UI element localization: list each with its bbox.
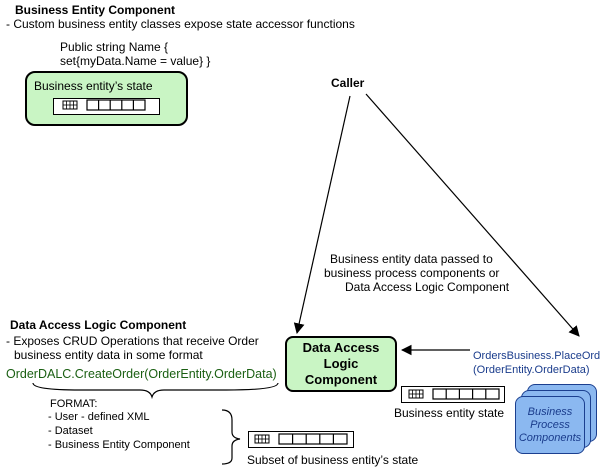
- brace-format: [221, 409, 241, 465]
- state-bar-middle-cells: [408, 388, 500, 400]
- dalc-desc-line-2: business entity data in some format: [14, 348, 203, 362]
- data-access-logic-component-box: Data Access Logic Component: [285, 336, 397, 392]
- subset-label: Subset of business entity’s state: [247, 453, 419, 467]
- format-item-2: - Dataset: [48, 425, 93, 437]
- brace-under-call: [32, 382, 279, 400]
- business-process-line-1: Business: [527, 405, 573, 418]
- format-title: FORMAT:: [50, 398, 98, 410]
- business-entity-state-label-2: Business entity state: [394, 406, 505, 420]
- business-entity-state-label: Business entity’s state: [34, 79, 153, 93]
- passed-note-line-1: Business entity data passed to: [330, 252, 493, 266]
- business-entity-component-desc: - Custom business entity classes expose …: [6, 17, 355, 31]
- create-order-call: OrderDALC.CreateOrder(OrderEntity.OrderD…: [6, 367, 277, 381]
- business-process-line-3: Components: [518, 431, 582, 444]
- state-bar-top-cells: [62, 99, 146, 111]
- format-item-1: - User - defined XML: [48, 411, 150, 423]
- arrow-caller-to-business-process: [365, 93, 580, 337]
- arrow-caller-to-dalc: [293, 95, 351, 335]
- caller-label: Caller: [331, 76, 365, 90]
- dalc-box-line-1: Data Access: [302, 340, 380, 355]
- dalc-section-title: Data Access Logic Component: [10, 318, 187, 332]
- passed-note-line-3: Data Access Logic Component: [345, 280, 510, 294]
- code-line-2: set{myData.Name = value} }: [60, 54, 211, 68]
- state-bar-subset-cells: [254, 433, 348, 445]
- dalc-box-line-3: Component: [304, 372, 378, 387]
- place-order-line-1: OrdersBusiness.PlaceOrder: [473, 350, 600, 362]
- business-process-line-2: Process: [530, 418, 570, 431]
- dalc-box-line-2: Logic: [323, 356, 359, 371]
- passed-note-line-2: business process components or: [324, 266, 500, 280]
- format-item-3: - Business Entity Component: [48, 439, 190, 451]
- business-process-components-box: Business Process Components: [515, 396, 585, 454]
- dalc-desc-line-1: - Exposes CRUD Operations that receive O…: [6, 334, 259, 348]
- place-order-line-2: (OrderEntity.OrderData): [473, 364, 590, 376]
- code-line-1: Public string Name {: [60, 40, 169, 54]
- business-entity-component-title: Business Entity Component: [15, 3, 176, 17]
